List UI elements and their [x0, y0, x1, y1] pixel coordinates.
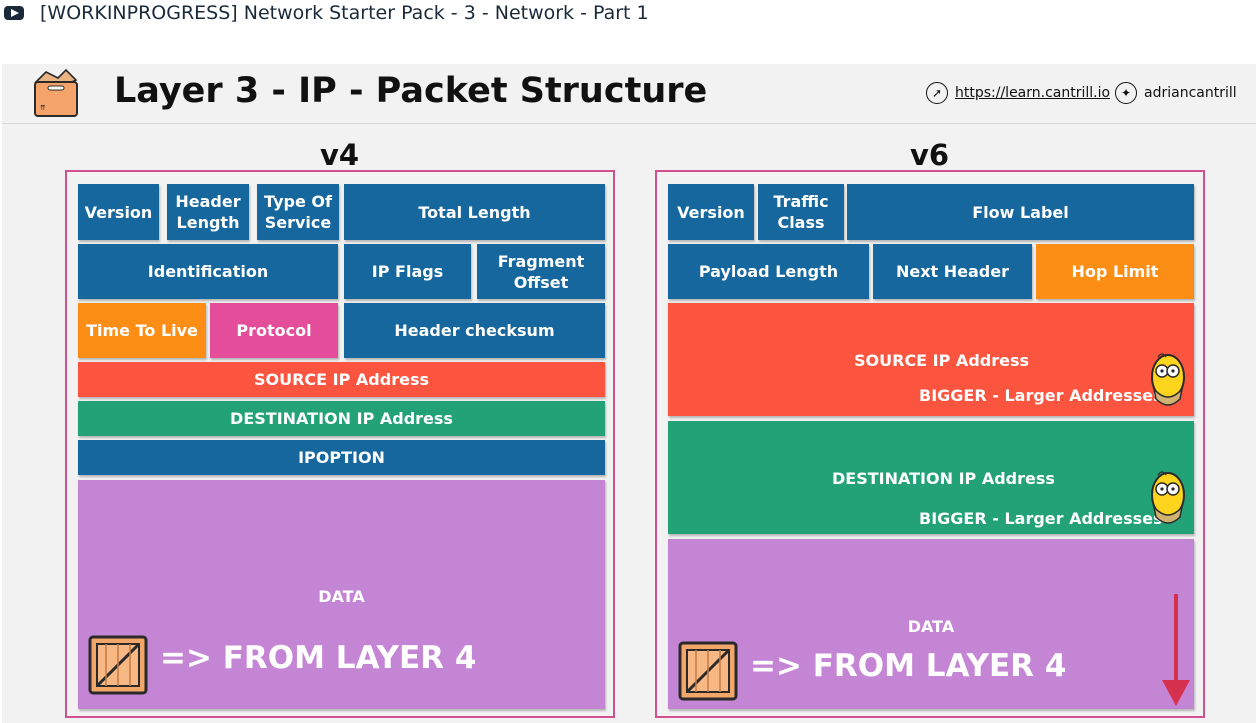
v6-hop-limit: Hop Limit [1036, 244, 1194, 299]
website-link[interactable]: ➚ https://learn.cantrill.io [926, 82, 1110, 104]
v4-fragment-offset: Fragment Offset [477, 244, 605, 299]
twitter-icon: ✦ [1115, 82, 1137, 104]
v4-protocol: Protocol [210, 303, 338, 358]
v4-time-to-live: Time To Live [78, 303, 206, 358]
slide-header: ⇈ Layer 3 - IP - Packet Structure ➚ http… [2, 64, 1256, 124]
v4-header-length: Header Length [167, 184, 249, 240]
svg-text:⇈: ⇈ [40, 104, 46, 112]
v6-data-label: DATA [907, 617, 955, 636]
v4-total-length: Total Length [344, 184, 605, 240]
crate-icon [678, 641, 738, 701]
slide: ⇈ Layer 3 - IP - Packet Structure ➚ http… [2, 64, 1256, 723]
v4-label: v4 [320, 138, 360, 172]
play-icon[interactable] [4, 6, 24, 20]
v4-ipoption: IPOPTION [78, 440, 605, 475]
v6-flow-label: Flow Label [847, 184, 1194, 240]
v4-destination-ip: DESTINATION IP Address [78, 401, 605, 436]
v6-source-ip-block: SOURCE IP Address BIGGER - Larger Addres… [668, 303, 1194, 416]
v6-destination-ip-block: DESTINATION IP Address BIGGER - Larger A… [668, 421, 1194, 534]
down-arrow-icon [1162, 594, 1190, 706]
v4-version: Version [78, 184, 159, 240]
v6-next-header: Next Header [873, 244, 1032, 299]
v4-data-block: DATA => FROM LAYER 4 [78, 480, 605, 709]
video-title-bar: [WORKINPROGRESS] Network Starter Pack - … [0, 0, 1258, 30]
v6-traffic-class: Traffic Class [758, 184, 844, 240]
v6-version: Version [668, 184, 754, 240]
v6-source-note: BIGGER - Larger Addresses [919, 386, 1163, 405]
v6-from-layer-4: => FROM LAYER 4 [750, 648, 1067, 684]
compass-icon: ➚ [926, 82, 948, 104]
box-logo-icon: ⇈ [34, 68, 78, 117]
website-url[interactable]: https://learn.cantrill.io [955, 85, 1111, 101]
slide-title: Layer 3 - IP - Packet Structure [114, 71, 708, 111]
v4-source-ip: SOURCE IP Address [78, 362, 605, 397]
v6-payload-length: Payload Length [668, 244, 869, 299]
homer-icon [1151, 471, 1185, 524]
twitter-link[interactable]: ✦ adriancantrill [1115, 82, 1237, 104]
twitter-handle[interactable]: adriancantrill [1144, 85, 1237, 101]
v4-header-checksum: Header checksum [344, 303, 605, 358]
v6-destination-note: BIGGER - Larger Addresses [919, 509, 1163, 528]
v6-source-ip: SOURCE IP Address [854, 351, 1030, 370]
v6-label: v6 [910, 138, 950, 172]
v4-from-layer-4: => FROM LAYER 4 [160, 640, 477, 676]
v4-frame: Version Header Length Type Of Service To… [65, 170, 615, 718]
v4-type-of-service: Type Of Service [257, 184, 339, 240]
v6-data-block: DATA => FROM LAYER 4 [668, 539, 1194, 709]
crate-icon [88, 635, 148, 695]
video-title[interactable]: [WORKINPROGRESS] Network Starter Pack - … [40, 2, 649, 24]
homer-icon [1151, 353, 1185, 406]
v4-data-label: DATA [318, 587, 365, 606]
v4-ip-flags: IP Flags [344, 244, 471, 299]
v4-identification: Identification [78, 244, 338, 299]
v6-frame: Version Traffic Class Flow Label Payload… [655, 170, 1205, 718]
v6-destination-ip: DESTINATION IP Address [832, 469, 1055, 488]
